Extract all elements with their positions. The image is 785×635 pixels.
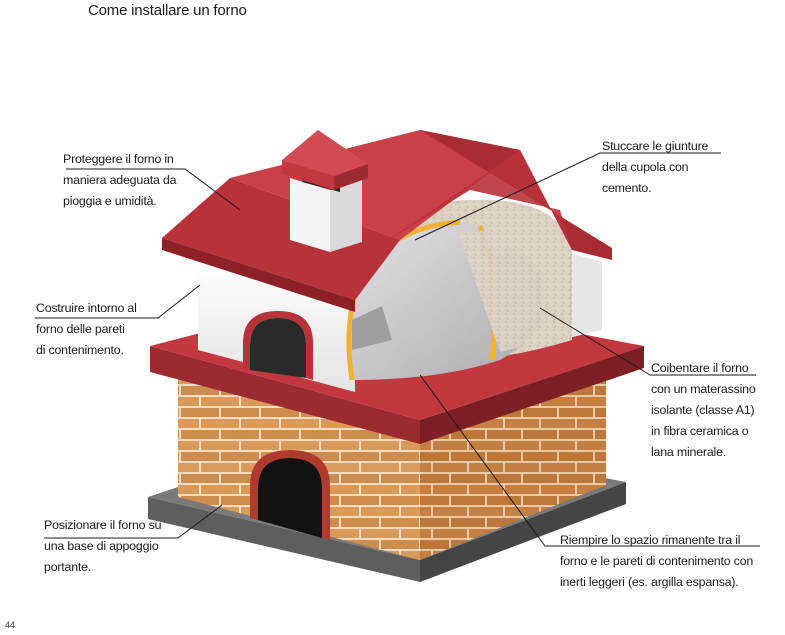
roof xyxy=(162,130,612,312)
leader-fill xyxy=(419,374,760,547)
page-title: Come installare un forno xyxy=(88,2,247,19)
leader-walls xyxy=(35,284,201,319)
annotation-walls: Costruire intorno al forno delle pareti … xyxy=(36,301,137,357)
leader-insulation xyxy=(539,307,756,376)
brick-base xyxy=(178,368,606,560)
annotation-joints: Stuccare le giunture della cupola con ce… xyxy=(602,139,709,195)
annotation-roof: Proteggere il forno in maniera adeguata … xyxy=(63,152,177,208)
chimney xyxy=(282,130,368,252)
annotation-fill: Riempire lo spazio rimanente tra il forn… xyxy=(560,533,754,589)
leader-joints xyxy=(414,152,721,241)
leader-roof xyxy=(66,168,241,211)
annotation-insulation: Coibentare il forno con un materassino i… xyxy=(651,361,756,459)
page-number: 44 xyxy=(5,620,16,630)
oven-cutaway xyxy=(346,199,572,381)
leader-base xyxy=(44,504,223,539)
leader-lines xyxy=(35,152,760,547)
annotation-base: Posizionare il forno su una base di appo… xyxy=(44,518,162,574)
